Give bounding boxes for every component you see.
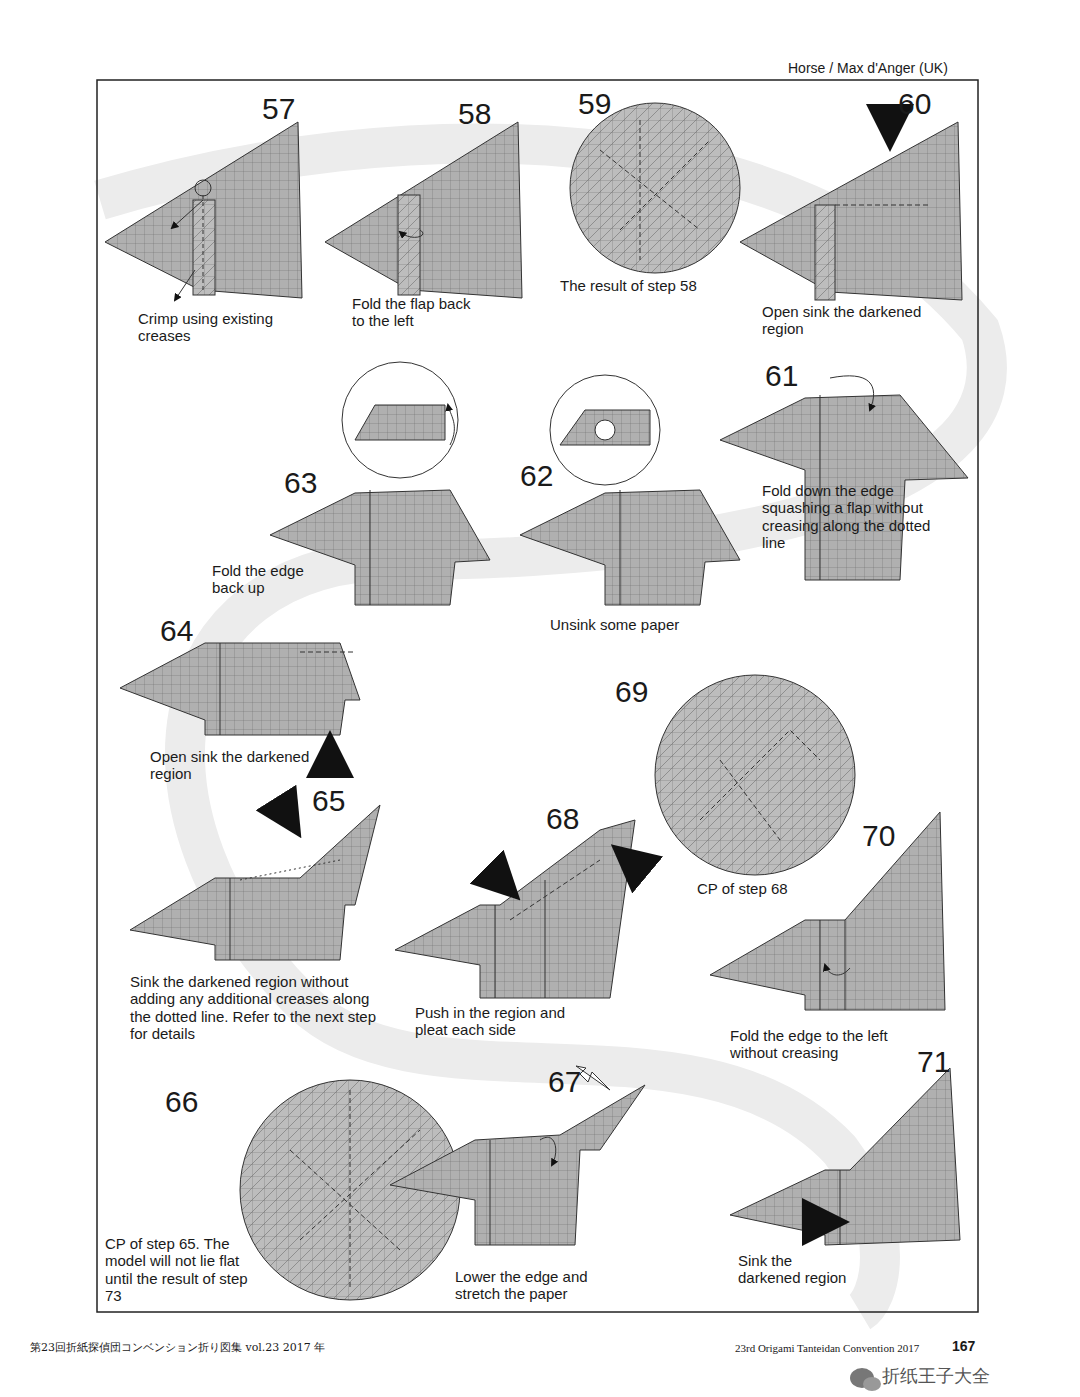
step-caption: Open sink the darkened region (150, 748, 320, 783)
step-caption: Sink the darkened region without adding … (130, 973, 385, 1042)
step-number: 65 (312, 784, 345, 819)
step-number: 60 (898, 87, 931, 122)
step-number: 62 (520, 459, 553, 494)
page-number: 167 (952, 1338, 975, 1354)
step-62-figure (520, 375, 740, 605)
step-caption: Lower the edge and stretch the paper (455, 1268, 625, 1303)
step-number: 58 (458, 97, 491, 132)
step-58-figure (325, 122, 522, 298)
step-caption: Fold the flap back to the left (352, 295, 482, 330)
step-number: 71 (917, 1045, 950, 1080)
step-60-figure (740, 118, 962, 300)
step-caption: Sink the darkened region (738, 1252, 848, 1287)
step-caption: Fold the edge to the left without creasi… (730, 1027, 900, 1062)
step-caption: CP of step 68 (697, 880, 837, 897)
step-caption: Open sink the darkened region (762, 303, 937, 338)
step-caption: The result of step 58 (560, 277, 735, 294)
step-number: 70 (862, 819, 895, 854)
step-caption: Push in the region and pleat each side (415, 1004, 580, 1039)
background-swirl (100, 143, 987, 1312)
step-number: 68 (546, 802, 579, 837)
step-number: 57 (262, 92, 295, 127)
step-70-figure (710, 812, 945, 1010)
step-69-detail-circle (655, 675, 855, 875)
step-number: 67 (548, 1065, 581, 1100)
step-64-figure (120, 643, 360, 762)
watermark-icon (850, 1368, 881, 1391)
step-number: 63 (284, 466, 317, 501)
step-caption: CP of step 65. The model will not lie fl… (105, 1235, 250, 1304)
step-caption: Crimp using existing creases (138, 310, 283, 345)
step-68-figure (395, 820, 635, 998)
page-frame (97, 80, 978, 1312)
step-number: 66 (165, 1085, 198, 1120)
step-caption: Unsink some paper (550, 616, 720, 633)
step-number: 69 (615, 675, 648, 710)
step-65-figure (130, 805, 380, 960)
step-caption: Fold the edge back up (212, 562, 327, 597)
running-header: Horse / Max d'Anger (UK) (788, 60, 988, 76)
watermark: 折纸王子大全 (882, 1366, 990, 1387)
step-number: 61 (765, 359, 798, 394)
step-number: 59 (578, 87, 611, 122)
step-59-detail-circle (570, 103, 740, 273)
footer-english: 23rd Origami Tanteidan Convention 2017 (735, 1342, 919, 1355)
step-67-figure (390, 1066, 645, 1245)
step-number: 64 (160, 614, 193, 649)
step-71-figure (730, 1068, 960, 1245)
step-57-figure (105, 122, 302, 300)
step-caption: Fold down the edge squashing a flap with… (762, 482, 947, 551)
footer-japanese: 第23回折紙探偵団コンベンション折り図集 vol.23 2017 年 (30, 1342, 325, 1355)
step-61-figure (720, 376, 968, 580)
